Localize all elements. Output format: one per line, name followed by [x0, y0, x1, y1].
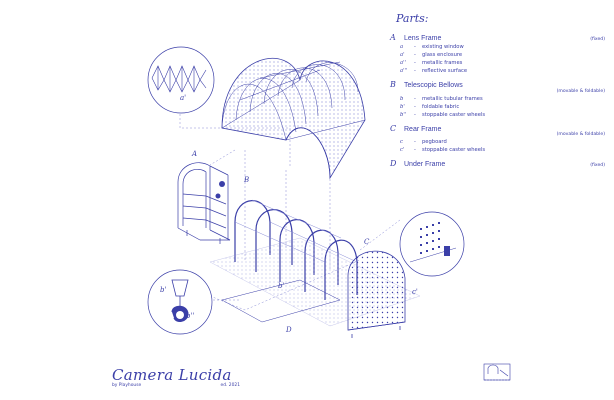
parts-legend: Parts: A Lens Frame (fixed) a-existing w…	[390, 12, 605, 174]
item-text: metallic tubular frames	[422, 96, 483, 102]
legend-item: b'-foldable fabric	[400, 104, 605, 110]
item-key: b''	[400, 112, 407, 118]
pegboard-detail-circle	[399, 211, 465, 277]
item-text: existing window	[422, 44, 464, 50]
brand-title: Camera Lucida	[112, 366, 232, 384]
legend-item: a''-metallic frames	[400, 60, 605, 66]
item-key: a'	[400, 52, 405, 58]
section-letter: C	[390, 124, 397, 133]
legend-item: b-metallic tubular frames	[400, 96, 605, 102]
label-bellows: B	[244, 176, 250, 184]
item-key: a	[400, 44, 404, 50]
fabric-detail-circle	[147, 46, 215, 114]
section-name: Under Frame	[404, 161, 446, 168]
legend-item: a'-glass enclosure	[400, 52, 605, 58]
section-note: (fixed)	[590, 37, 605, 42]
legend-section-rear-frame: C Rear Frame (movable & foldable) c-pegb…	[390, 124, 605, 153]
item-text: glass enclosure	[422, 52, 463, 58]
item-key: a''	[400, 60, 406, 66]
item-text: reflective surface	[422, 68, 468, 74]
label-lens-frame: A	[192, 150, 198, 158]
item-text: pegboard	[422, 139, 447, 145]
legend-section-lens-frame: A Lens Frame (fixed) a-existing window a…	[390, 33, 605, 74]
section-name: Telescopic Bellows	[404, 82, 463, 89]
label-caster-b: b'	[160, 286, 167, 294]
telescopic-bellows-arches	[234, 199, 358, 300]
label-under-frame: D	[286, 326, 292, 334]
legend-item: c-pegboard	[400, 139, 605, 145]
item-key: b'	[400, 104, 405, 110]
label-rear-frame: C	[364, 238, 370, 246]
item-key: c'	[400, 147, 405, 153]
item-text: foldable fabric	[422, 104, 460, 110]
label-caster-b2: b''	[186, 312, 195, 320]
legend-section-bellows: B Telescopic Bellows (movable & foldable…	[390, 80, 605, 118]
item-text: stoppable caster wheels	[422, 112, 486, 118]
legend-title: Parts:	[396, 12, 429, 25]
legend-item: a-existing window	[400, 44, 605, 50]
legend-item: a'''-reflective surface	[400, 68, 605, 74]
item-text: stoppable caster wheels	[422, 147, 486, 153]
caster-wheel-detail-circle	[147, 269, 213, 335]
section-name: Lens Frame	[404, 35, 442, 42]
item-text: metallic frames	[422, 60, 463, 66]
rear-frame-pegboard	[347, 250, 406, 338]
legend-item: b''-stoppable caster wheels	[400, 112, 605, 118]
legend-section-under-frame: D Under Frame (fixed)	[390, 159, 605, 168]
item-key: a'''	[400, 68, 408, 74]
section-letter: A	[390, 33, 396, 42]
brand-block: Camera Lucida by Playhouse ed. 2021	[112, 366, 240, 388]
lens-frame-cabinet	[177, 162, 231, 244]
item-key: c	[400, 139, 403, 145]
section-letter: B	[390, 80, 396, 89]
section-note: (movable & foldable)	[556, 89, 605, 94]
bellows-roof-vault	[221, 57, 366, 180]
section-note: (movable & foldable)	[556, 132, 605, 137]
label-a-detail: a'	[180, 94, 187, 102]
brand-edition: ed. 2021	[220, 383, 240, 388]
item-key: b	[400, 96, 404, 102]
label-fabric-dim: b'	[278, 282, 285, 290]
label-caster-dim: c'	[412, 288, 418, 296]
section-letter: D	[390, 159, 397, 168]
section-note: (fixed)	[590, 163, 605, 168]
section-name: Rear Frame	[404, 126, 442, 133]
brand-author: by Playhouse	[112, 383, 142, 388]
legend-item: c'-stoppable caster wheels	[400, 147, 605, 153]
scale-thumbnail	[483, 363, 511, 381]
